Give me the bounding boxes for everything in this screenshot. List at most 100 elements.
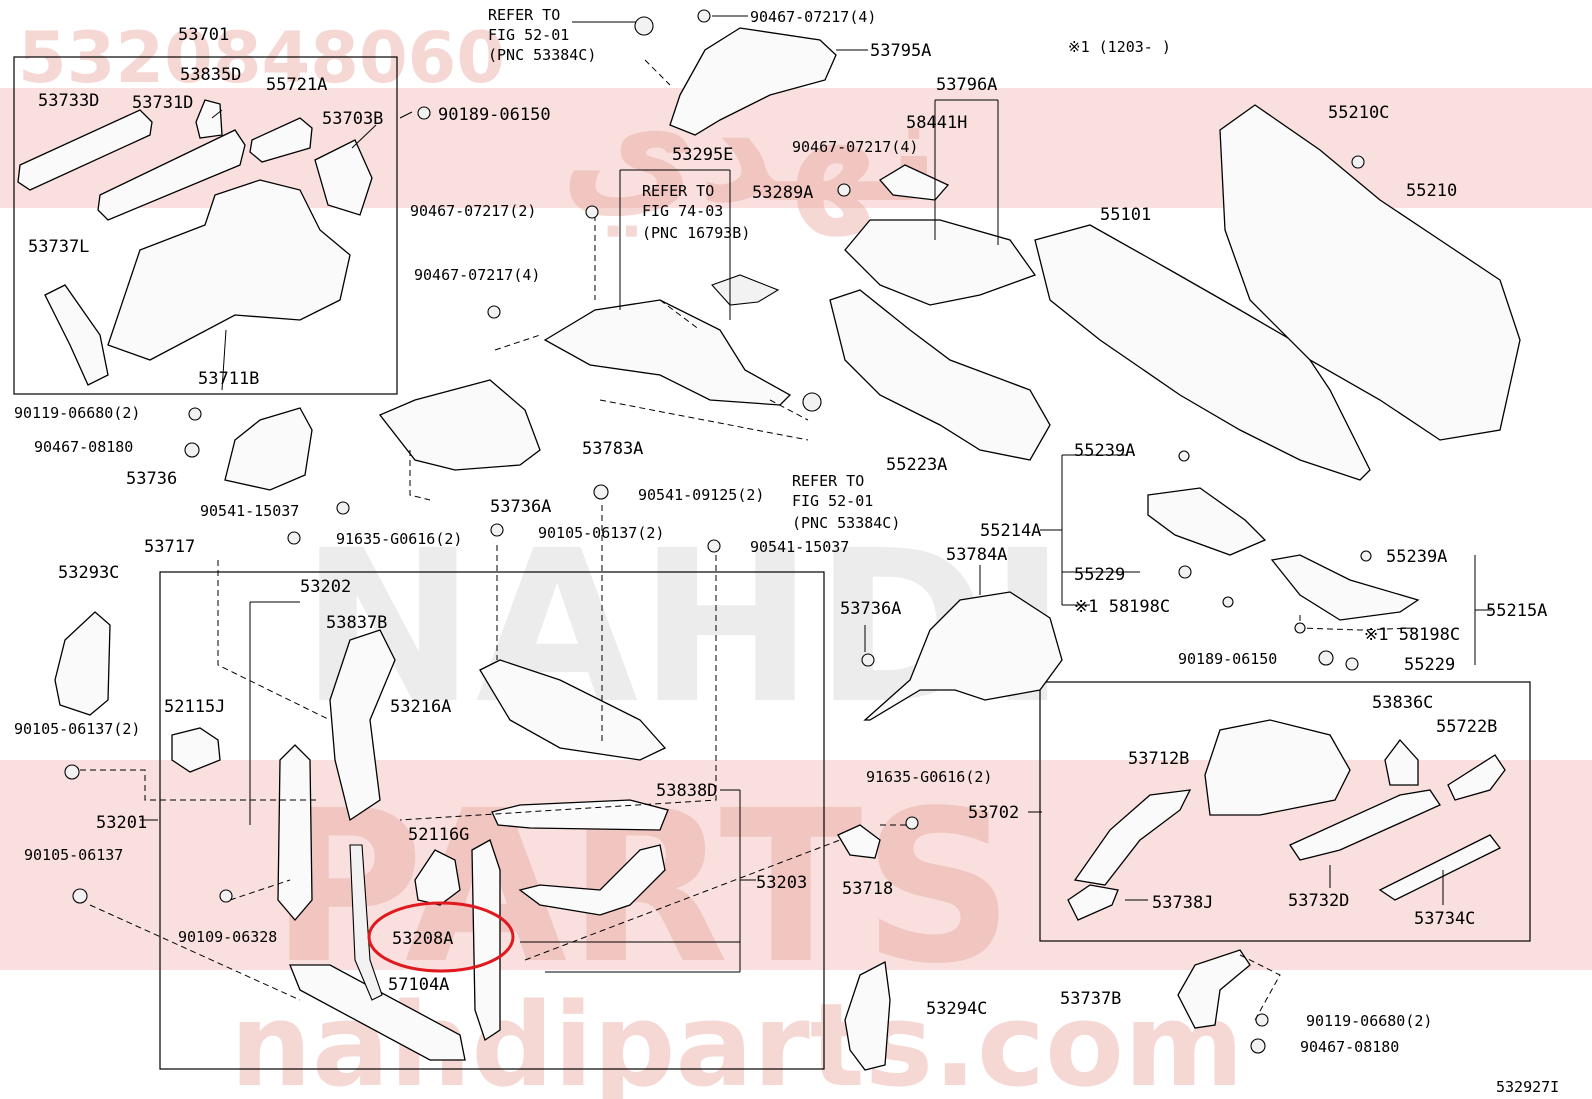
figure-note: ※1 (1203- ) (1068, 38, 1171, 56)
label-90467-07217-4-c: 90467-07217(4) (792, 138, 918, 156)
part-53737B (1177, 949, 1251, 1029)
dash-53717 (217, 560, 331, 721)
label-refer1-line2: FIG 52-01 (488, 26, 569, 44)
label-90541-15037-a: 90541-15037 (200, 502, 299, 520)
fastener-55210C (1351, 155, 1365, 169)
fastener-53736A-b (861, 653, 875, 667)
part-55101 (1034, 224, 1371, 481)
label-refer2-line2: FIG 74-03 (642, 202, 723, 220)
part-53294C (844, 960, 891, 1071)
fastener-55239A-b (1360, 550, 1372, 562)
label-90467-08180-b: 90467-08180 (1300, 1038, 1399, 1056)
part-58441H (879, 164, 950, 201)
fastener-90467-08180 (184, 442, 200, 458)
fastener-90467-07217-top (697, 9, 711, 23)
part-53202 (277, 744, 313, 922)
dash-55215A (1299, 615, 1416, 631)
label-53733D: 53733D (38, 91, 99, 111)
label-refer3-line2: FIG 52-01 (792, 492, 873, 510)
fastener-90541-15037-a (336, 501, 350, 515)
label-refer3-line3: (PNC 53384C) (792, 514, 900, 532)
label-55223A: 55223A (886, 455, 947, 475)
label-55722B: 55722B (1436, 717, 1497, 737)
part-53796A (844, 219, 1037, 306)
label-53208A: 53208A (392, 929, 453, 949)
highlight-circle-53208A (367, 901, 515, 973)
dash-lower (89, 879, 301, 1001)
label-55239A-a: 55239A (1074, 441, 1135, 461)
label-90467-07217-2: 90467-07217(2) (410, 202, 536, 220)
part-55722B (1447, 754, 1506, 801)
label-90105-06137: 90105-06137 (24, 846, 123, 864)
label-90541-09125-2: 90541-09125(2) (638, 486, 764, 504)
fastener-53384C-top (634, 16, 654, 36)
label-58441H: 58441H (906, 113, 967, 133)
fastener-90189-06150-b (1318, 650, 1334, 666)
part-55223A (829, 289, 1051, 461)
dash-53295E (494, 215, 701, 351)
label-55210: 55210 (1406, 181, 1457, 201)
label-refer3-line1: REFER TO (792, 472, 864, 490)
label-53835D: 53835D (180, 65, 241, 85)
label-91635-G0616-2-a: 91635-G0616(2) (336, 530, 462, 548)
part-53836C (1384, 738, 1419, 786)
label-90105-06137-2-b: 90105-06137(2) (14, 720, 140, 738)
watermark-part-number: 5320848060 (18, 17, 505, 99)
part-53203 (518, 844, 666, 916)
label-90119-06680-2-b: 90119-06680(2) (1306, 1012, 1432, 1030)
dash-53737B (1239, 954, 1281, 1021)
label-58198C-a: ※1 58198C (1074, 597, 1170, 617)
fastener-55229-a (1178, 565, 1192, 579)
part-53293C (54, 611, 111, 716)
label-55229-b: 55229 (1404, 655, 1455, 675)
part-53784A (863, 591, 1063, 721)
label-90109-06328: 90109-06328 (178, 928, 277, 946)
fastener-90109-06328 (219, 889, 233, 903)
part-57104A (289, 964, 466, 1061)
fastener-90119-06680 (188, 407, 202, 421)
dash-ref3 (599, 399, 809, 441)
fastener-53384C-mid (802, 392, 822, 412)
part-drawings (17, 27, 1521, 1071)
part-55210 (1219, 104, 1521, 441)
label-53737B: 53737B (1060, 989, 1121, 1009)
part-53838D (491, 799, 669, 831)
label-refer1-line3: (PNC 53384C) (488, 46, 596, 64)
fastener-58198C-b (1294, 622, 1306, 634)
fastener-90105-06137 (72, 888, 88, 904)
label-55214A: 55214A (980, 521, 1041, 541)
label-53731D: 53731D (132, 93, 193, 113)
label-53736A-b: 53736A (840, 599, 901, 619)
label-90105-06137-2-a: 90105-06137(2) (538, 524, 664, 542)
part-53711B (107, 179, 351, 361)
label-53737L: 53737L (28, 237, 89, 257)
part-53783A (378, 379, 541, 471)
part-53738J (1067, 884, 1119, 921)
part-52115J (171, 727, 221, 773)
part-53216A (479, 659, 667, 761)
part-53731D (97, 129, 246, 221)
label-53836C: 53836C (1372, 693, 1433, 713)
part-53208A-inner (349, 844, 383, 1001)
label-refer2-line3: (PNC 16793B) (642, 224, 750, 242)
label-refer2-line1: REFER TO (642, 182, 714, 200)
label-53294C: 53294C (926, 999, 987, 1019)
label-90467-07217-4-a: 90467-07217(4) (750, 8, 876, 26)
fastener-90119-06680-b (1255, 1013, 1269, 1027)
group-box-53701 (13, 56, 398, 395)
part-53737L (44, 284, 109, 386)
label-53295E: 53295E (672, 145, 733, 165)
label-90541-15037-b: 90541-15037 (750, 538, 849, 556)
label-53202: 53202 (300, 577, 351, 597)
fastener-90189-06150 (417, 106, 431, 120)
part-53289A (711, 274, 780, 306)
part-53795A (669, 27, 837, 136)
part-53208A (471, 839, 501, 1042)
label-53289A: 53289A (752, 183, 813, 203)
label-53201: 53201 (96, 813, 147, 833)
part-53703B (314, 139, 373, 216)
label-55101: 55101 (1100, 205, 1151, 225)
fastener-91635-G0616-b (905, 816, 919, 830)
label-53736A: 53736A (490, 497, 551, 517)
fastener-55229-b (1345, 657, 1359, 671)
